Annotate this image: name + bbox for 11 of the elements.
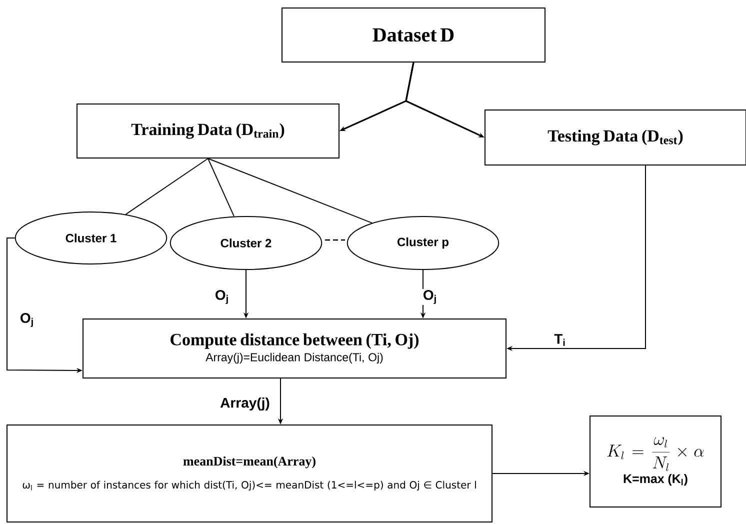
edge-label: O$_{j}$ bbox=[18, 312, 36, 328]
process-box: Compute distance between (Ti, Oj) Array(j)=Euclidean Distance(Ti, Oj) bbox=[82, 318, 506, 378]
process-box: Training Data (D$_{train}$) bbox=[76, 104, 340, 158]
edge-label: O$_{j}$ bbox=[214, 289, 230, 305]
edge-label: Array(j) bbox=[219, 396, 271, 412]
edge-label: O$_{j}$ bbox=[422, 289, 438, 305]
edge-label: T$_{i}$ bbox=[553, 333, 567, 347]
process-box: $K_{l}=\frac{\omega_{l}}{N_{l}}\times\alpha$ K=max (K$_{l}$) bbox=[590, 415, 722, 508]
process-box: Testing Data (D$_{test}$) bbox=[484, 110, 746, 166]
process-box: Dataset D bbox=[282, 8, 546, 62]
process-box: meanDist=mean(Array) ω$_{l}$ = number of instances for which dist(Ti, Oj)<= meanDist (1<=l<=p) and Oj ∈ Cluster l bbox=[6, 424, 492, 522]
